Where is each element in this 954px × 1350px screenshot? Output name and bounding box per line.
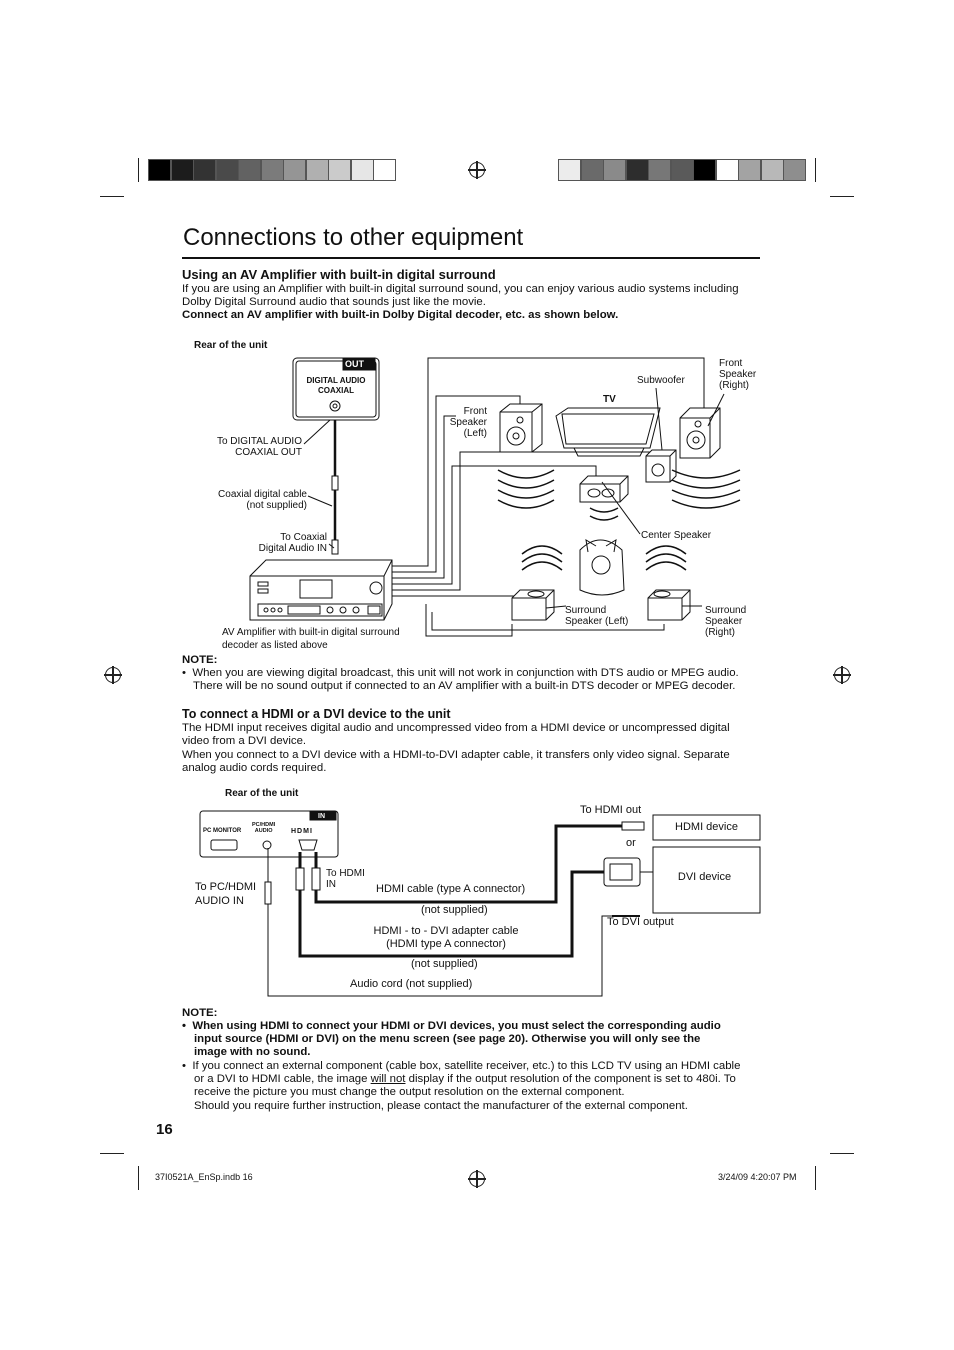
title-rule bbox=[182, 257, 760, 259]
in-label: IN bbox=[318, 813, 325, 820]
subwoofer-label: Subwoofer bbox=[637, 375, 685, 386]
color-swatch bbox=[783, 159, 806, 181]
section-text-hdmi-2: When you connect to a DVI device with a … bbox=[182, 749, 730, 775]
hdmi-cable-label: HDMI cable (type A connector) bbox=[376, 883, 526, 895]
adapter-not-supplied-label: (not supplied) bbox=[411, 958, 478, 970]
footer-timestamp: 3/24/09 4:20:07 PM bbox=[718, 1172, 797, 1182]
out-label: OUT bbox=[345, 359, 364, 369]
av-amplifier bbox=[249, 559, 393, 621]
note-title-2: NOTE: bbox=[182, 1007, 218, 1019]
to-dvi-output-label: To DVI output bbox=[607, 916, 674, 928]
dvi-device-label: DVI device bbox=[677, 871, 732, 883]
registration-mark-icon bbox=[468, 161, 486, 179]
footer-file-name: 37I0521A_EnSp.indb 16 bbox=[155, 1172, 253, 1182]
crop-mark bbox=[100, 1153, 124, 1154]
color-swatch bbox=[373, 159, 396, 181]
crop-mark bbox=[815, 1166, 816, 1190]
rear-panel-box-hdmi bbox=[199, 810, 339, 858]
amplifier-label: AV Amplifier with built-in digital surro… bbox=[222, 627, 400, 651]
page-title: Connections to other equipment bbox=[183, 224, 524, 251]
pc-monitor-label: PC MONITOR bbox=[203, 828, 242, 834]
note-bullet-hdmi-select: • When using HDMI to connect your HDMI o… bbox=[182, 1020, 721, 1059]
hdmi-device-box bbox=[652, 814, 761, 841]
section-text-amplifier: If you are using an Amplifier with built… bbox=[182, 283, 739, 309]
dvi-device-box bbox=[652, 846, 761, 914]
to-hdmi-out-label: To HDMI out bbox=[580, 804, 642, 816]
note-title: NOTE: bbox=[182, 654, 218, 666]
coaxial-cable-label: Coaxial digital cable(not supplied) bbox=[218, 489, 307, 511]
registration-mark-icon bbox=[104, 666, 122, 684]
crop-mark bbox=[138, 1166, 139, 1190]
or-label: or bbox=[626, 837, 636, 849]
section-text-hdmi-1: The HDMI input receives digital audio an… bbox=[182, 722, 730, 748]
registration-mark-icon bbox=[468, 1170, 486, 1188]
section-bold-text-amplifier: Connect an AV amplifier with built-in Do… bbox=[182, 309, 619, 321]
section-heading-amplifier: Using an AV Amplifier with built-in digi… bbox=[182, 267, 496, 282]
hdmi-device-label: HDMI device bbox=[675, 821, 738, 833]
adapter-cable-label: HDMI - to - DVI adapter cable(HDMI type … bbox=[373, 925, 519, 950]
tv-label: TV bbox=[603, 394, 616, 405]
rear-of-unit-label: Rear of the unit bbox=[194, 340, 268, 351]
crop-mark bbox=[138, 158, 139, 182]
center-speaker-label: Center Speaker bbox=[641, 530, 712, 541]
crop-mark bbox=[830, 196, 854, 197]
audio-cord-label: Audio cord (not supplied) bbox=[350, 978, 473, 990]
registration-mark-icon bbox=[833, 666, 851, 684]
note-bullet-external-component: • If you connect an external component (… bbox=[182, 1060, 741, 1112]
hdmi-cable-not-supplied-label: (not supplied) bbox=[421, 904, 488, 916]
note-bullet: • When you are viewing digital broadcast… bbox=[182, 667, 739, 693]
page-number: 16 bbox=[156, 1121, 173, 1138]
out-label-box bbox=[342, 358, 376, 371]
hdmi-logo: HDMI bbox=[291, 828, 313, 835]
rear-of-unit-label-hdmi: Rear of the unit bbox=[225, 788, 299, 799]
crop-mark bbox=[830, 1153, 854, 1154]
crop-mark bbox=[100, 196, 124, 197]
section-heading-hdmi: To connect a HDMI or a DVI device to the… bbox=[182, 707, 451, 721]
crop-mark bbox=[815, 158, 816, 182]
